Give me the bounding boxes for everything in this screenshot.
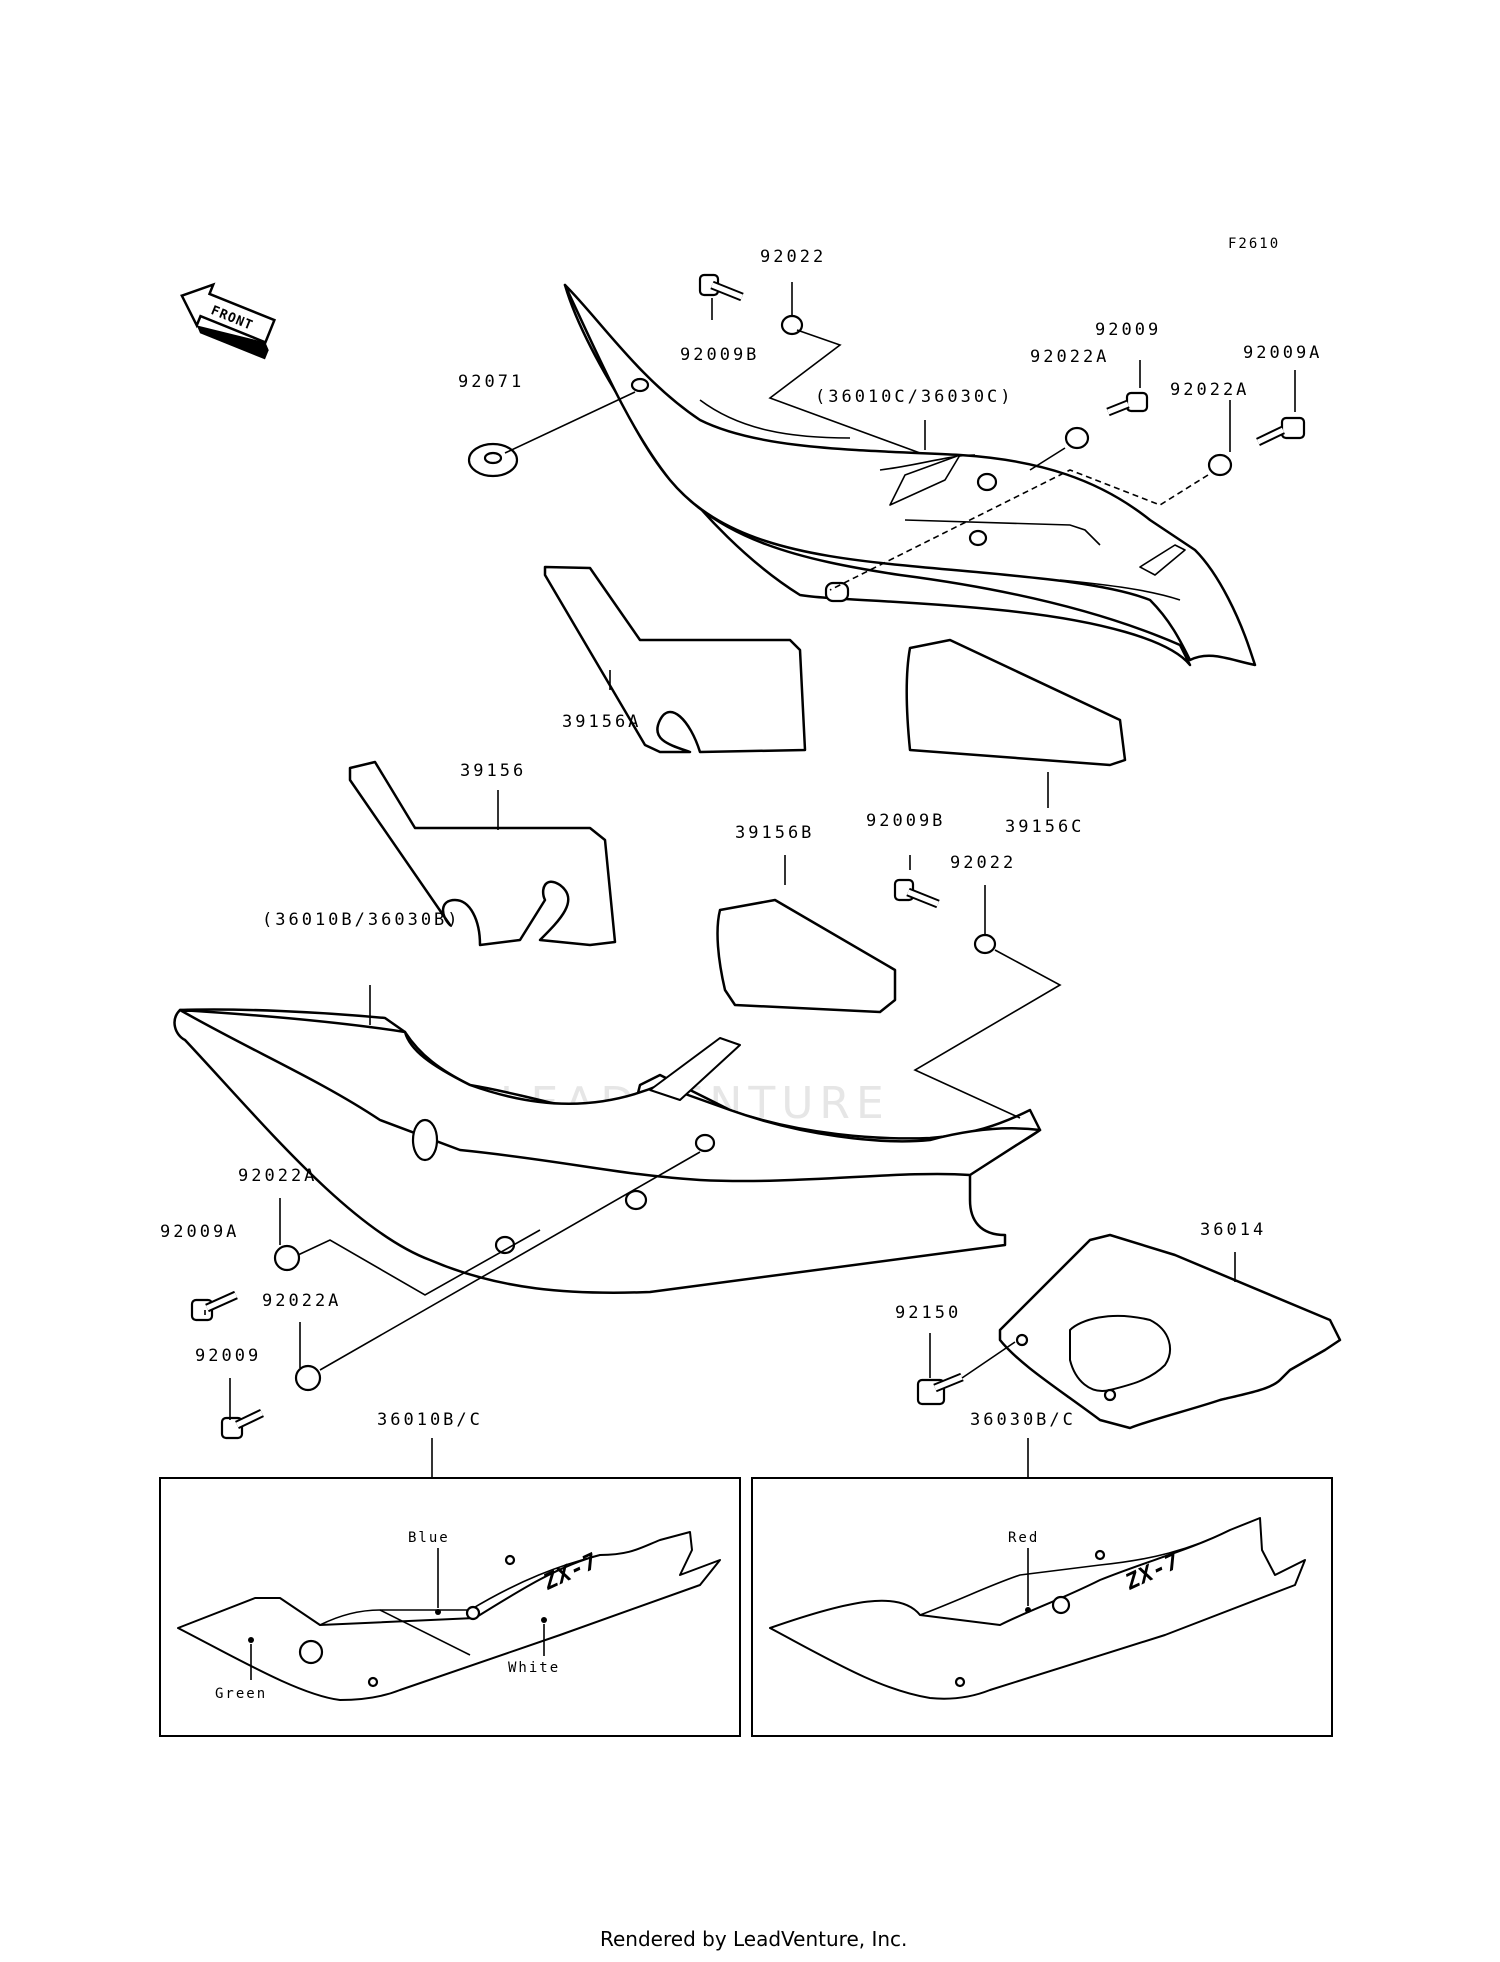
label-36014: 36014 [1200, 1220, 1266, 1240]
screw-92009A-left-icon [190, 1290, 238, 1322]
label-blue: Blue [408, 1530, 450, 1546]
label-36010B-C: 36010B/C [377, 1410, 483, 1430]
washer-92022A-3-icon [273, 1244, 301, 1272]
label-92009-top: 92009 [1095, 320, 1161, 340]
label-39156B: 39156B [735, 823, 814, 843]
label-39156: 39156 [460, 761, 526, 781]
washer-92022A-4-icon [294, 1364, 322, 1392]
label-92022A-3: 92022A [238, 1166, 317, 1186]
washer-92022-top-icon [780, 314, 804, 336]
lower-side-cover [173, 1008, 1042, 1294]
cover-36014-window [1069, 1314, 1171, 1392]
upper-side-cover [563, 283, 1257, 667]
figure-code: F2610 [1228, 236, 1280, 252]
washer-92022-mid-icon [973, 933, 997, 955]
label-36030B-C: 36030B/C [970, 1410, 1076, 1430]
washer-92022A-2-icon [1207, 453, 1233, 477]
label-39156C: 39156C [1005, 817, 1084, 837]
footer-credit: Rendered by LeadVenture, Inc. [600, 1927, 907, 1951]
screw-92009-top-icon [1106, 391, 1149, 417]
cover-36014 [998, 1233, 1342, 1430]
label-39156A: 39156A [562, 712, 641, 732]
label-92022-top: 92022 [760, 247, 826, 267]
label-92022A-1: 92022A [1030, 347, 1109, 367]
label-92071: 92071 [458, 372, 524, 392]
label-92022-mid: 92022 [950, 853, 1016, 873]
label-36010C-36030C: (36010C/36030C) [815, 387, 1014, 407]
label-92009-left: 92009 [195, 1346, 261, 1366]
label-92009B-top: 92009B [680, 345, 759, 365]
pad-39156C [905, 638, 1127, 767]
screw-92009B-top-icon [698, 273, 744, 302]
front-arrow-icon: FRONT [180, 282, 277, 360]
label-92150: 92150 [895, 1303, 961, 1323]
label-92022A-4: 92022A [262, 1291, 341, 1311]
bolt-92150-icon [916, 1372, 964, 1406]
grommet-92071-icon [467, 442, 519, 478]
detail-box-36010BC: ZX-7 Blue White Green [159, 1477, 741, 1737]
pad-39156A [543, 565, 807, 754]
label-white: White [508, 1660, 560, 1676]
label-92009A-top: 92009A [1243, 343, 1322, 363]
screw-92009-left-icon [220, 1408, 264, 1440]
label-red: Red [1008, 1530, 1039, 1546]
label-green: Green [215, 1686, 267, 1702]
label-92009B-mid: 92009B [866, 811, 945, 831]
label-92022A-2: 92022A [1170, 380, 1249, 400]
detail-box-36030BC: ZX-7 Red [751, 1477, 1333, 1737]
screw-92009A-top-icon [1256, 416, 1306, 447]
leader-lines [204, 282, 1296, 1478]
washer-92022A-1-icon [1064, 426, 1090, 450]
pad-39156 [348, 760, 617, 947]
pad-39156B [716, 898, 897, 1014]
label-92009A-left: 92009A [160, 1222, 239, 1242]
screw-92009B-mid-icon [893, 878, 940, 909]
label-36010B-36030B: (36010B/36030B) [262, 910, 461, 930]
